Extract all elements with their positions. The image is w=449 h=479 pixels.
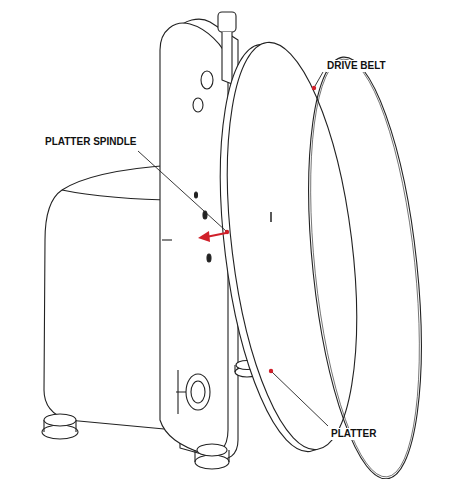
foot [195,455,229,469]
motor-knob [218,12,236,32]
spindle-arrow [198,231,226,242]
base-wedge [44,165,175,430]
leader-line [315,72,323,86]
plinth [160,23,228,455]
part-label: PLATTER [330,428,377,440]
part-label: DRIVE BELT [326,60,387,72]
foot [42,425,78,439]
drive-belt [291,52,439,479]
leader-line [272,372,328,426]
leader-dot [312,86,316,90]
leader-dot [269,369,273,373]
leader-line [138,151,226,231]
platter [207,35,376,457]
part-label: PLATTER SPINDLE [44,136,137,148]
